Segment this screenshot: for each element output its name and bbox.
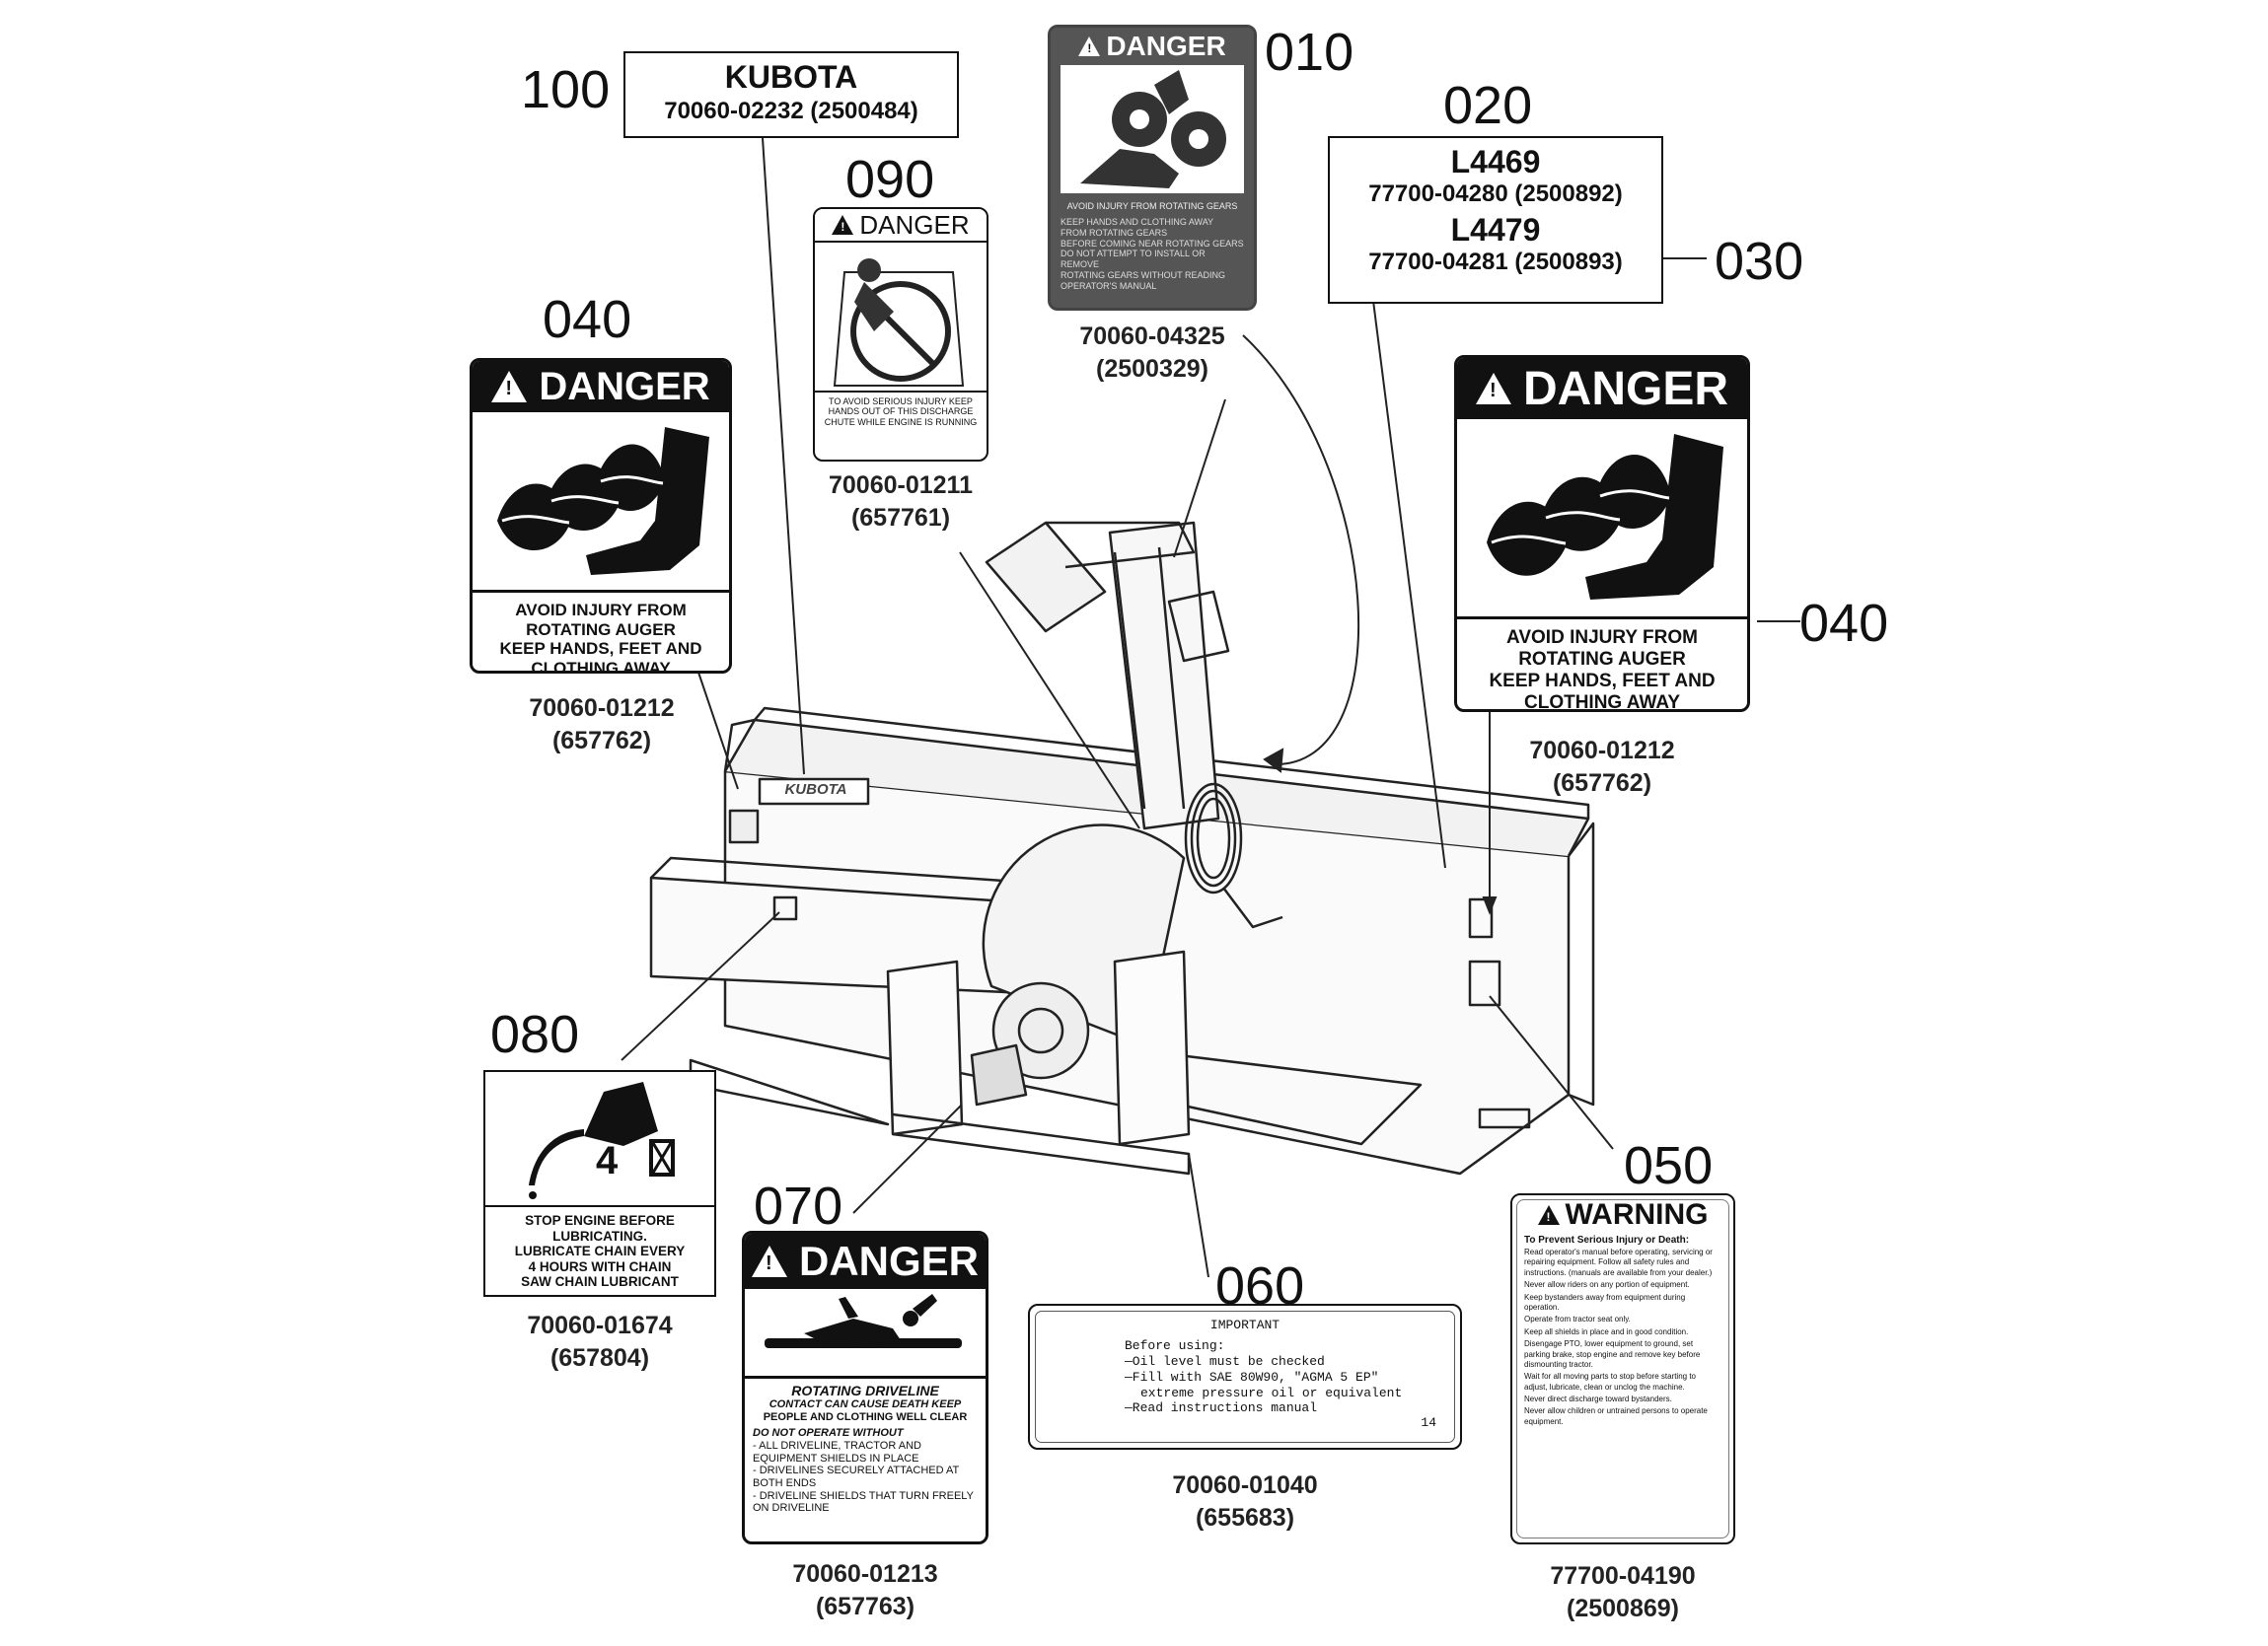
decal-010-gears: DANGER AVOID INJURY FROM ROTATING GEARS … bbox=[1048, 25, 1257, 311]
decal-090-header: DANGER bbox=[815, 209, 987, 243]
warning-triangle-icon bbox=[1537, 1205, 1560, 1225]
decal-080-lubricate: 4 STOP ENGINE BEFORE LUBRICATING.LUBRICA… bbox=[483, 1070, 716, 1297]
decal-080-text: STOP ENGINE BEFORE LUBRICATING.LUBRICATE… bbox=[514, 1213, 686, 1290]
decal-090-chute: DANGER TO AVOID SERIOUS INJURY KEEP HAND… bbox=[813, 207, 988, 462]
warning-triangle-icon bbox=[1078, 36, 1101, 56]
decal-080-part-number: 70060-01674(657804) bbox=[527, 1312, 673, 1372]
decal-060-part-number: 70060-01040(655683) bbox=[1172, 1471, 1318, 1532]
warning-triangle-icon bbox=[491, 371, 528, 402]
decal-090-part-number: 70060-01211(657761) bbox=[829, 471, 973, 532]
decal-070-text: ROTATING DRIVELINE CONTACT CAN CAUSE DEA… bbox=[753, 1383, 974, 1515]
callout-040-right: 040 bbox=[1799, 594, 1889, 653]
decal-050-part-number: 77700-04190(2500869) bbox=[1550, 1562, 1696, 1622]
decal-050-bullet: Never allow riders on any portion of equ… bbox=[1524, 1280, 1690, 1290]
decal-050-bullet: Keep bystanders away from equipment duri… bbox=[1524, 1292, 1686, 1312]
decal-050-bullet: Read operator's manual before operating,… bbox=[1524, 1248, 1713, 1277]
decal-050-header: WARNING bbox=[1512, 1195, 1733, 1235]
model-2: L4479 bbox=[1450, 212, 1541, 248]
decal-050-bullets: Read operator's manual before operating,… bbox=[1512, 1246, 1733, 1427]
decal-050-bullet: Disengage PTO, lower equipment to ground… bbox=[1524, 1339, 1701, 1369]
decal-090-text: TO AVOID SERIOUS INJURY KEEP HANDS OUT O… bbox=[824, 396, 978, 427]
model-decal-box: L4469 77700-04280 (2500892) L4479 77700-… bbox=[1328, 136, 1663, 304]
callout-050: 050 bbox=[1624, 1136, 1714, 1195]
chute-hand-icon bbox=[815, 243, 987, 393]
kubota-decal-box: KUBOTA 70060-02232 (2500484) bbox=[623, 51, 959, 138]
decal-050-warning: WARNING To Prevent Serious Injury or Dea… bbox=[1510, 1193, 1735, 1544]
decal-040-right-part-number: 70060-01212(657762) bbox=[1529, 737, 1675, 797]
decal-060-text: Before using:—Oil level must be checked … bbox=[1125, 1338, 1403, 1416]
callout-100: 100 bbox=[521, 60, 611, 119]
decal-050-bullet: Never direct discharge toward bystanders… bbox=[1524, 1395, 1672, 1404]
decal-010-header: DANGER bbox=[1051, 28, 1254, 65]
decal-010-bullet: FROM ROTATING GEARS bbox=[1061, 227, 1168, 238]
callout-010: 010 bbox=[1265, 23, 1354, 82]
callout-090: 090 bbox=[845, 150, 935, 209]
callout-040-left: 040 bbox=[543, 290, 632, 349]
callout-020: 020 bbox=[1443, 76, 1533, 135]
decal-060-title: IMPORTANT bbox=[1209, 1318, 1280, 1332]
gears-hand-icon bbox=[1061, 65, 1244, 193]
callout-030: 030 bbox=[1715, 232, 1804, 291]
warning-triangle-icon bbox=[832, 215, 854, 235]
kubota-title: KUBOTA bbox=[724, 59, 858, 95]
warning-triangle-icon bbox=[751, 1246, 787, 1277]
decal-050-bullet: Never allow children or untrained person… bbox=[1524, 1406, 1708, 1426]
decal-060-oil-important: IMPORTANT Before using:—Oil level must b… bbox=[1028, 1304, 1462, 1450]
decal-040-right-header: DANGER bbox=[1457, 358, 1747, 419]
callout-070: 070 bbox=[754, 1177, 843, 1236]
model-1-part: 77700-04280 (2500892) bbox=[1368, 180, 1623, 207]
decal-010-part-number: 70060-04325(2500329) bbox=[1079, 322, 1225, 383]
decal-010-bullet: ROTATING GEARS WITHOUT READING bbox=[1061, 269, 1226, 280]
oil-can-icon: 4 bbox=[485, 1072, 714, 1207]
decal-050-bullet: Operate from tractor seat only. bbox=[1524, 1315, 1631, 1324]
decal-040-left-part-number: 70060-01212(657762) bbox=[529, 694, 675, 754]
driveline-entanglement-icon bbox=[745, 1289, 986, 1379]
auger-foot-icon bbox=[473, 412, 729, 593]
decal-050-bullet: Wait for all moving parts to stop before… bbox=[1524, 1372, 1697, 1392]
decal-010-bullet: OPERATOR'S MANUAL bbox=[1061, 280, 1157, 291]
decal-010-bullet: DO NOT ATTEMPT TO INSTALL OR REMOVE bbox=[1061, 249, 1206, 270]
decal-010-text: AVOID INJURY FROM ROTATING GEARS bbox=[1066, 201, 1238, 211]
kubota-part-number: 70060-02232 (2500484) bbox=[664, 98, 918, 124]
warning-triangle-icon bbox=[1475, 373, 1511, 404]
decal-010-bullets: KEEP HANDS AND CLOTHING AWAY FROM ROTATI… bbox=[1051, 217, 1254, 292]
lubricate-hours-label: 4 bbox=[596, 1139, 619, 1182]
auger-foot-icon bbox=[1457, 419, 1747, 619]
decal-070-header: DANGER bbox=[745, 1234, 986, 1289]
model-1: L4469 bbox=[1450, 144, 1541, 179]
decal-070-part-number: 70060-01213(657763) bbox=[792, 1560, 938, 1620]
machine-brand-plate: KUBOTA bbox=[784, 781, 847, 798]
decal-040-left-header: DANGER bbox=[473, 361, 729, 412]
model-2-part: 77700-04281 (2500893) bbox=[1368, 249, 1623, 275]
decal-050-bullet: Keep all shields in place and in good co… bbox=[1524, 1326, 1689, 1336]
callout-080: 080 bbox=[490, 1005, 580, 1064]
decal-070-driveline: DANGER ROTATING DRIVELINE CONTACT CAN CA… bbox=[742, 1231, 988, 1544]
decal-010-bullet: BEFORE COMING NEAR ROTATING GEARS bbox=[1061, 238, 1244, 249]
decal-060-number: 14 bbox=[1421, 1415, 1436, 1430]
decal-050-intro: To Prevent Serious Injury or Death: bbox=[1524, 1235, 1690, 1246]
decal-010-bullet: KEEP HANDS AND CLOTHING AWAY bbox=[1061, 217, 1214, 227]
